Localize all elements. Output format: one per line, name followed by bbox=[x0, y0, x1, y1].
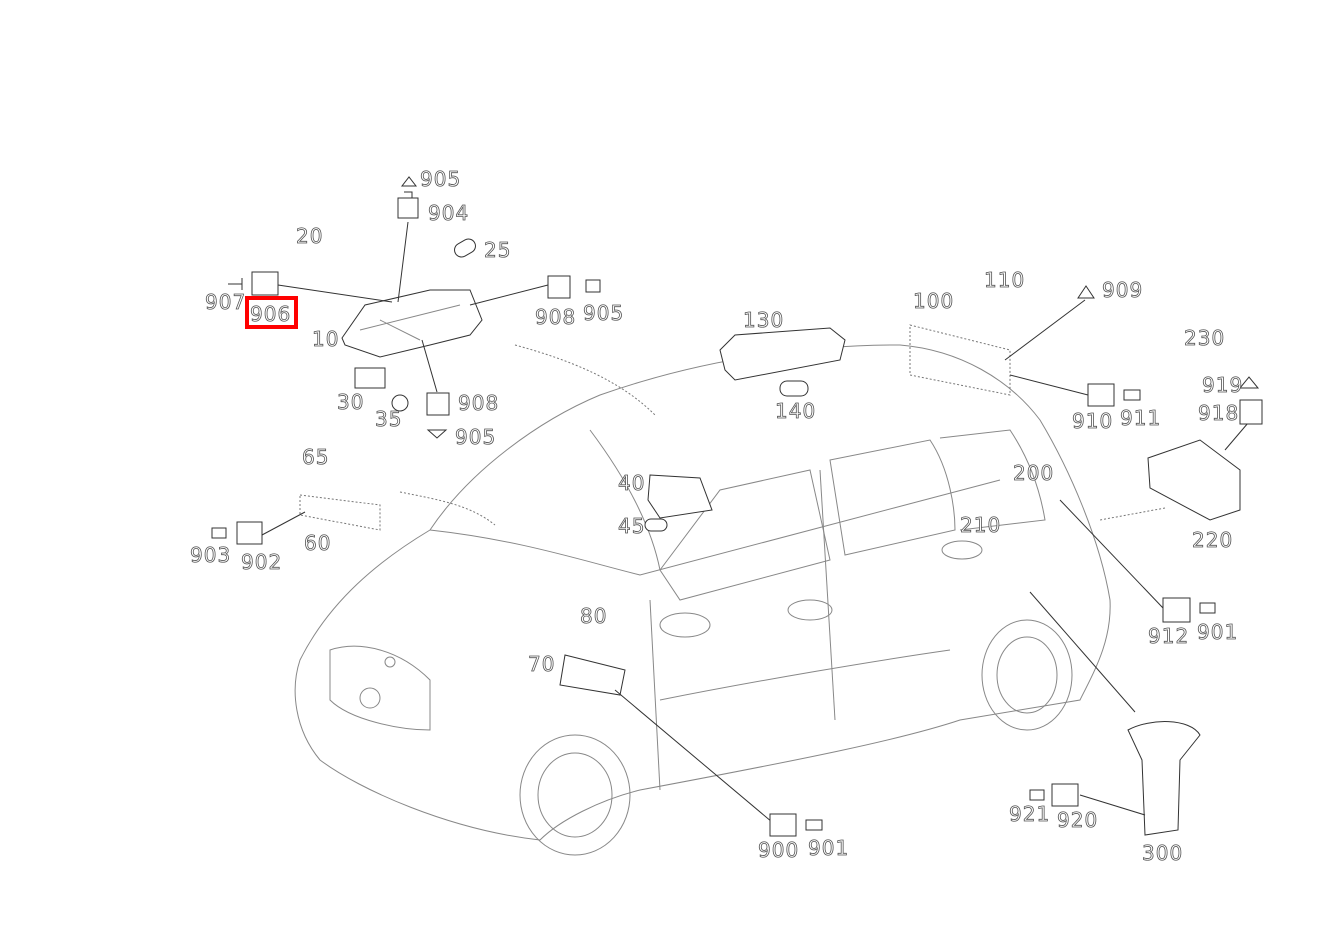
label-60[interactable]: 60 bbox=[304, 531, 331, 556]
arrow-220 bbox=[1099, 507, 1166, 521]
connector-920-icon bbox=[1051, 783, 1079, 807]
label-901[interactable]: 901 bbox=[808, 836, 849, 861]
connector-908-icon bbox=[547, 275, 571, 299]
plug-911-icon bbox=[1123, 389, 1141, 401]
connector-912-icon bbox=[1162, 597, 1191, 623]
label-70[interactable]: 70 bbox=[528, 652, 555, 677]
label-908[interactable]: 908 bbox=[458, 391, 499, 416]
connector-906-icon bbox=[251, 271, 279, 296]
label-918[interactable]: 918 bbox=[1198, 401, 1239, 426]
plug-921-icon bbox=[1029, 789, 1045, 801]
connector-908b-icon bbox=[426, 392, 450, 416]
bulb-25[interactable] bbox=[452, 236, 478, 259]
plug-905c-icon bbox=[426, 429, 448, 439]
label-901[interactable]: 901 bbox=[1197, 620, 1238, 645]
label-910[interactable]: 910 bbox=[1072, 409, 1113, 434]
label-40[interactable]: 40 bbox=[618, 471, 645, 496]
label-905[interactable]: 905 bbox=[583, 301, 624, 326]
lamp-40[interactable] bbox=[647, 474, 713, 519]
label-200[interactable]: 200 bbox=[1013, 461, 1054, 486]
label-921[interactable]: 921 bbox=[1009, 802, 1050, 827]
lamp-220[interactable] bbox=[1147, 439, 1241, 521]
label-100[interactable]: 100 bbox=[913, 289, 954, 314]
connector-910-icon bbox=[1087, 383, 1115, 407]
plug-903-icon bbox=[211, 527, 227, 539]
connector-icons bbox=[211, 176, 1263, 837]
label-130[interactable]: 130 bbox=[743, 308, 784, 333]
plug-905-icon bbox=[400, 176, 418, 187]
label-907[interactable]: 907 bbox=[205, 290, 246, 315]
label-300[interactable]: 300 bbox=[1142, 841, 1183, 866]
label-25[interactable]: 25 bbox=[484, 238, 511, 263]
label-65[interactable]: 65 bbox=[302, 445, 329, 470]
overhead-control-panel[interactable] bbox=[341, 289, 483, 358]
part-labels: 905 904 20 25 907 906 908 905 10 30 35 9… bbox=[190, 167, 1243, 866]
label-35[interactable]: 35 bbox=[375, 407, 402, 432]
label-110[interactable]: 110 bbox=[984, 268, 1025, 293]
label-909[interactable]: 909 bbox=[1102, 278, 1143, 303]
label-905[interactable]: 905 bbox=[420, 167, 461, 192]
bulb-35[interactable] bbox=[391, 394, 409, 412]
label-920[interactable]: 920 bbox=[1057, 808, 1098, 833]
connector-904-icon bbox=[397, 191, 419, 219]
car-outline bbox=[294, 344, 1111, 856]
label-911[interactable]: 911 bbox=[1120, 406, 1161, 431]
switch-70[interactable] bbox=[559, 654, 626, 696]
connector-902-icon bbox=[236, 521, 263, 545]
plug-905b-icon bbox=[585, 279, 601, 293]
label-30[interactable]: 30 bbox=[337, 390, 364, 415]
component-300[interactable] bbox=[1127, 721, 1201, 836]
label-903[interactable]: 903 bbox=[190, 543, 231, 568]
socket-30[interactable] bbox=[354, 367, 386, 389]
plug-909-icon bbox=[1077, 285, 1095, 299]
label-140[interactable]: 140 bbox=[775, 399, 816, 424]
label-906[interactable]: 906 bbox=[250, 302, 291, 327]
label-230[interactable]: 230 bbox=[1184, 326, 1225, 351]
label-919[interactable]: 919 bbox=[1202, 373, 1243, 398]
part-100 bbox=[909, 324, 1011, 396]
plug-919-icon bbox=[1238, 376, 1260, 389]
label-20[interactable]: 20 bbox=[296, 224, 323, 249]
plug-901b-icon bbox=[805, 819, 823, 831]
label-80[interactable]: 80 bbox=[580, 604, 607, 629]
label-905[interactable]: 905 bbox=[455, 425, 496, 450]
label-220[interactable]: 220 bbox=[1192, 528, 1233, 553]
label-902[interactable]: 902 bbox=[241, 550, 282, 575]
label-210[interactable]: 210 bbox=[960, 513, 1001, 538]
roof-trim bbox=[514, 344, 656, 416]
windshield-trim bbox=[399, 491, 496, 526]
bulb-45[interactable] bbox=[644, 518, 668, 532]
bulb-140[interactable] bbox=[779, 380, 809, 397]
plug-901-icon bbox=[1199, 602, 1216, 614]
plug-907-icon bbox=[228, 278, 243, 290]
label-912[interactable]: 912 bbox=[1148, 624, 1189, 649]
highlight-box bbox=[245, 296, 298, 329]
label-900[interactable]: 900 bbox=[758, 838, 799, 863]
connector-918-icon bbox=[1239, 399, 1263, 425]
label-908[interactable]: 908 bbox=[535, 305, 576, 330]
leader-lines bbox=[261, 221, 1249, 823]
label-10[interactable]: 10 bbox=[312, 327, 339, 352]
connector-900-icon bbox=[769, 813, 797, 837]
label-45[interactable]: 45 bbox=[618, 514, 645, 539]
label-904[interactable]: 904 bbox=[428, 201, 469, 226]
part-60 bbox=[299, 494, 381, 531]
rear-light-unit[interactable] bbox=[719, 327, 846, 381]
